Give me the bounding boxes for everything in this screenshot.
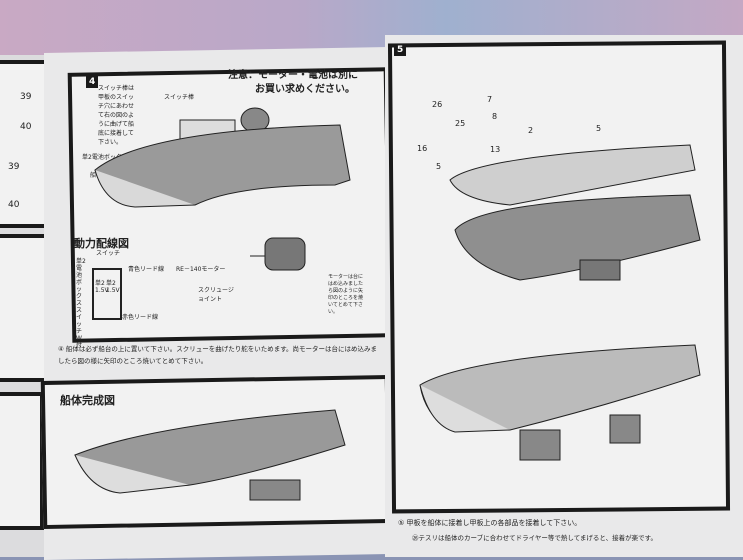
- notice-line-1: 注意：モーター・電池は別に: [228, 70, 358, 81]
- part-number: 25: [455, 119, 466, 128]
- battery-cell: 単2 1.5V: [106, 280, 120, 294]
- part-number: 13: [490, 145, 501, 154]
- wiring-title: 動力配線図: [74, 237, 129, 250]
- part-number: 40: [8, 200, 20, 210]
- switch-rod-label: スイッチ棒: [164, 94, 195, 101]
- left-panel-3: [0, 392, 44, 530]
- step-4-instruction: ④ 船体は必ず船台の上に置いて下さい。スクリューを曲げたり舵をいためます。尚モー…: [58, 345, 378, 365]
- part-number: 39: [8, 162, 20, 172]
- switch-label: スイッチ: [96, 250, 121, 257]
- motor-diagram: [250, 237, 306, 271]
- step-number: 5: [394, 44, 407, 56]
- part-number: 5: [596, 124, 602, 133]
- step-5-instruction-1: ⑤ 甲板を船体に接着し甲板上の各部品を接着して下さい。: [398, 519, 582, 527]
- part-number: 2: [528, 126, 534, 135]
- completed-title: 船体完成図: [60, 394, 115, 407]
- part-number: 16: [417, 144, 428, 153]
- part-number: 39: [20, 92, 32, 102]
- part-number: 8: [492, 112, 498, 121]
- completed-hull-diagram: [74, 409, 346, 501]
- battery-box-vertical: 単2電池ボックス スイッチ W付: [76, 258, 86, 349]
- motor-note: モーターは台にはめ込みましたら図のように矢印のところを焼いてとめて下さい。: [328, 274, 364, 315]
- part-number: 5: [436, 162, 442, 171]
- part-number: 26: [432, 100, 443, 109]
- motor-label: RE－140モーター: [176, 266, 226, 273]
- step-5-instruction-2: ㉖テスリは船体のカーブに合わせてドライヤー等で熱してまげると、接着が楽です。: [412, 534, 657, 542]
- hull-assembly-diagram: [94, 107, 351, 208]
- finished-boat-diagram: [419, 344, 701, 461]
- part-number: 7: [487, 95, 493, 104]
- red-lead-label: 赤色リード線: [122, 314, 159, 321]
- joint-label: スクリュージョイント: [198, 287, 234, 303]
- battery-box-diagram: [92, 268, 122, 320]
- part-number: 40: [20, 122, 32, 132]
- blue-lead-label: 青色リード線: [128, 266, 165, 273]
- notice-line-2: お買い求めください。: [255, 84, 355, 95]
- step-number: 4: [86, 76, 99, 88]
- battery-cell: 単2 1.5V: [95, 280, 109, 294]
- switch-note: スイッチ棒は甲板のスイッチ穴にあわせて右の図のように曲げて船底に接着して下さい。: [98, 85, 135, 146]
- deck-assembly-diagram: [449, 144, 701, 281]
